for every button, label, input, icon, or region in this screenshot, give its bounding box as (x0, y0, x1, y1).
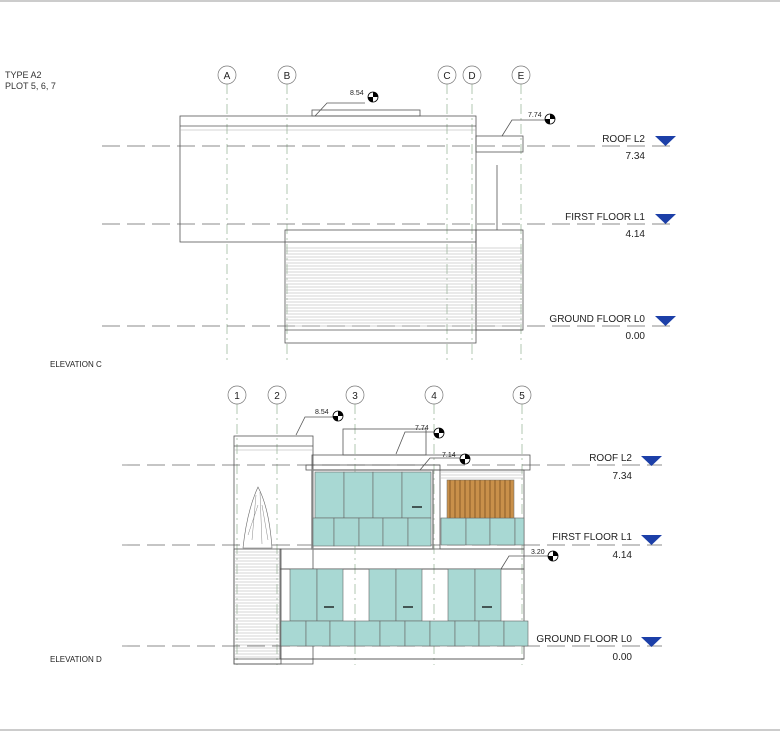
upper-glazing (312, 471, 525, 547)
grid-bubble-5: 5 (512, 385, 532, 405)
level-marker-first: FIRST FLOOR L1 4.14 (552, 532, 662, 561)
spot-elevation-3: 7.14 (419, 452, 471, 471)
svg-text:8.54: 8.54 (350, 90, 364, 97)
grid-bubble-d: D (462, 65, 482, 85)
svg-text:7.74: 7.74 (415, 425, 429, 432)
building-outline (179, 109, 524, 344)
spot-elevation-1: 8.54 (314, 90, 379, 117)
svg-text:2: 2 (274, 391, 280, 402)
svg-text:7.34: 7.34 (626, 151, 646, 162)
timber-screen (446, 479, 515, 519)
svg-text:D: D (468, 71, 475, 82)
svg-text:E: E (518, 71, 525, 82)
spot-elevation-2: 7.74 (501, 112, 556, 137)
grid-bubble-e: E (511, 65, 531, 85)
level-triangle-icon (655, 136, 676, 146)
svg-text:3.20: 3.20 (531, 549, 545, 556)
elevation-c: A B C D E 8.54 (50, 65, 676, 369)
level-triangle-icon (655, 214, 676, 224)
grid-bubble-4: 4 (424, 385, 444, 405)
grid-bubble-b: B (277, 65, 297, 85)
svg-text:7.34: 7.34 (613, 471, 633, 482)
elevation-label: ELEVATION C (50, 360, 102, 369)
svg-text:4.14: 4.14 (613, 550, 633, 561)
level-lines (122, 464, 662, 647)
elevation-d: 1 2 3 4 5 (50, 385, 662, 665)
svg-text:FIRST FLOOR L1: FIRST FLOOR L1 (552, 532, 632, 543)
svg-text:A: A (224, 71, 231, 82)
level-marker-first: FIRST FLOOR L1 4.14 (565, 212, 676, 240)
svg-text:ROOF L2: ROOF L2 (589, 453, 632, 464)
svg-text:GROUND FLOOR L0: GROUND FLOOR L0 (536, 634, 632, 645)
svg-text:C: C (443, 71, 450, 82)
level-marker-ground: GROUND FLOOR L0 0.00 (549, 314, 676, 342)
svg-text:7.74: 7.74 (528, 112, 542, 119)
grid-lines (236, 404, 523, 665)
level-triangle-icon (641, 637, 662, 647)
level-triangle-icon (641, 535, 662, 545)
svg-text:5: 5 (519, 391, 525, 402)
level-marker-roof: ROOF L2 7.34 (589, 453, 662, 482)
spot-elevation-4: 3.20 (500, 549, 559, 570)
tree-icon (242, 486, 273, 549)
svg-text:7.14: 7.14 (442, 452, 456, 459)
level-triangle-icon (655, 316, 676, 326)
lower-glazing (280, 568, 529, 647)
svg-text:4: 4 (431, 391, 437, 402)
elevation-label: ELEVATION D (50, 655, 102, 664)
grid-lines (226, 84, 522, 362)
sheet-title: TYPE A2 (5, 70, 42, 80)
svg-text:GROUND FLOOR L0: GROUND FLOOR L0 (549, 314, 645, 325)
svg-text:8.54: 8.54 (315, 409, 329, 416)
svg-text:0.00: 0.00 (626, 331, 646, 342)
sheet-subtitle: PLOT 5, 6, 7 (5, 81, 56, 91)
cladding-hatch (235, 471, 523, 658)
svg-text:1: 1 (234, 391, 240, 402)
svg-text:4.14: 4.14 (626, 229, 646, 240)
level-triangle-icon (641, 456, 662, 466)
svg-text:B: B (284, 71, 291, 82)
grid-bubble-a: A (217, 65, 237, 85)
grid-bubble-3: 3 (345, 385, 365, 405)
spot-elevation-2: 7.74 (395, 425, 445, 455)
svg-text:ROOF L2: ROOF L2 (602, 134, 645, 145)
cladding-hatch (286, 247, 522, 327)
grid-bubble-c: C (437, 65, 457, 85)
level-marker-ground: GROUND FLOOR L0 0.00 (536, 634, 662, 663)
grid-bubble-2: 2 (267, 385, 287, 405)
svg-text:3: 3 (352, 391, 358, 402)
svg-text:0.00: 0.00 (613, 652, 633, 663)
spot-elevation-1: 8.54 (295, 409, 344, 436)
grid-bubble-1: 1 (227, 385, 247, 405)
svg-text:FIRST FLOOR L1: FIRST FLOOR L1 (565, 212, 645, 223)
level-marker-roof: ROOF L2 7.34 (602, 134, 676, 162)
